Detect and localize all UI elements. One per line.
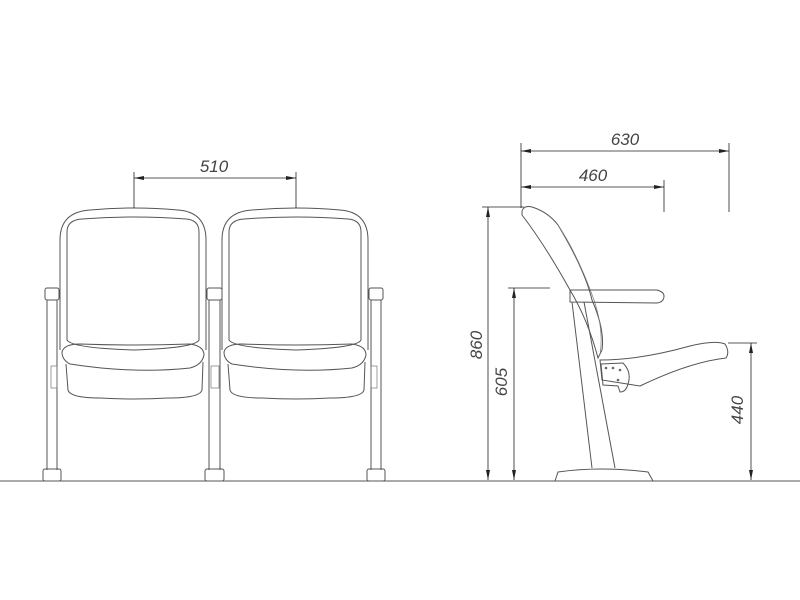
dimension-label-460: 460 (579, 166, 608, 185)
seat-side (599, 341, 729, 387)
foot-middle (204, 468, 225, 482)
seat-body (227, 361, 366, 400)
dimension-armrest-height: 605 (492, 287, 550, 480)
dimension-overall-height: 860 (467, 206, 524, 480)
backrest-frame (59, 207, 207, 350)
armrest-side (569, 289, 665, 304)
dimension-label-440: 440 (728, 395, 747, 424)
dimension-label-605: 605 (492, 367, 511, 396)
legs (42, 287, 386, 482)
dimension-backrest-depth: 460 (521, 166, 665, 212)
seat-body (65, 361, 204, 400)
base-plate (554, 468, 654, 482)
foot-left (42, 468, 62, 482)
seat-front (61, 343, 205, 371)
hinge-bracket (600, 362, 630, 393)
front-view: 510 (42, 157, 386, 482)
support-column (571, 301, 616, 469)
backrest-frame (221, 207, 369, 350)
foot-right (366, 468, 386, 482)
hinge-middle (210, 365, 220, 389)
hinge-right (370, 365, 378, 389)
armrest-cap-right (368, 287, 384, 301)
backrest-panel (228, 216, 362, 351)
chair-left (59, 207, 207, 400)
armrest-cap-left (44, 287, 60, 301)
dimension-label-630: 630 (611, 130, 640, 149)
dimension-seat-pitch: 510 (133, 157, 297, 208)
backrest-panel (66, 216, 200, 351)
side-view: 630 460 860 605 440 (467, 130, 757, 482)
chair-right (221, 207, 369, 400)
dimension-seat-height: 440 (728, 342, 757, 480)
hinge-left (50, 365, 58, 389)
dimension-label-860: 860 (467, 330, 486, 359)
dimension-label-510: 510 (200, 157, 229, 176)
seat-front (223, 343, 367, 371)
dimension-overall-depth: 630 (520, 130, 730, 212)
backrest-side (521, 206, 603, 360)
armrest-cap-middle (206, 287, 223, 301)
